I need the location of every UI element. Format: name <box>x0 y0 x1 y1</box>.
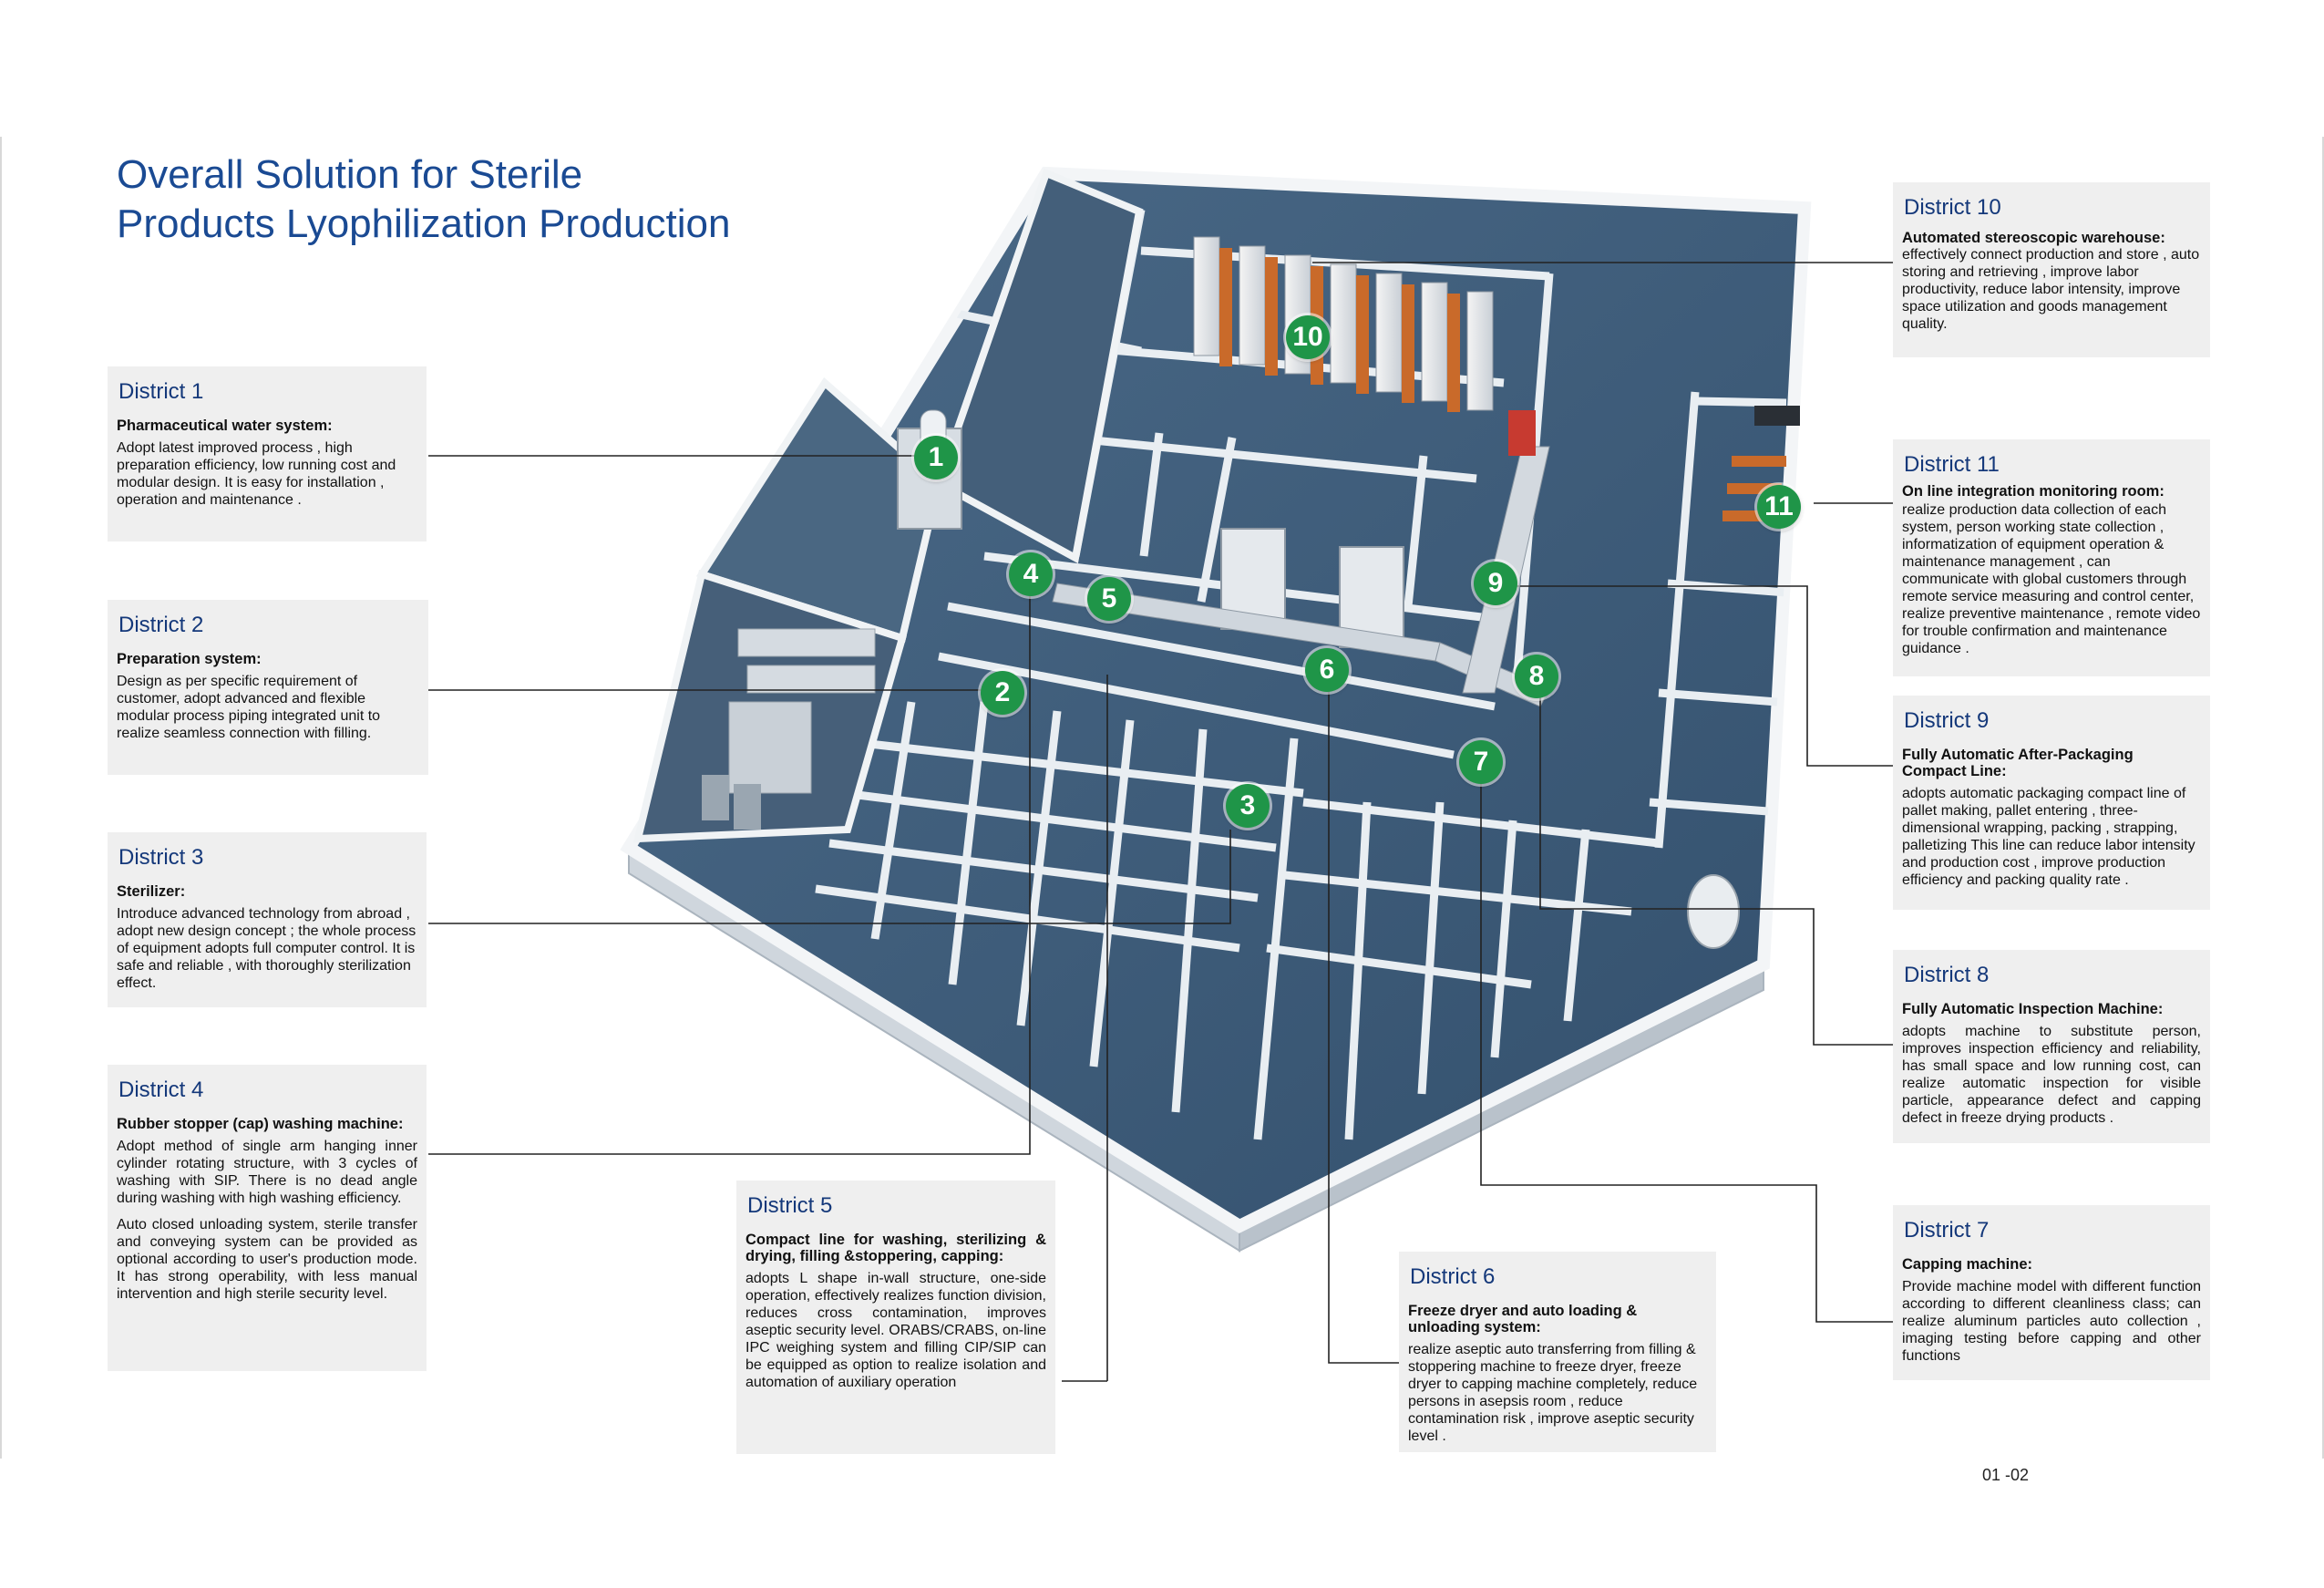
district-4-heading: District 4 <box>118 1078 204 1102</box>
district-4-subtitle: Rubber stopper (cap) washing machine: <box>117 1116 404 1132</box>
district-10-subtitle: Automated stereoscopic warehouse: <box>1902 230 2165 246</box>
district-6-heading: District 6 <box>1410 1264 1496 1289</box>
connector-district-7 <box>1480 761 1893 1323</box>
district-1-box: District 1 Pharmaceutical water system: … <box>108 366 427 541</box>
district-7-text: Provide machine model with different fun… <box>1902 1279 2201 1364</box>
district-1-heading: District 1 <box>118 379 204 404</box>
district-5-subtitle: Compact line for washing, sterilizing & … <box>746 1232 1046 1264</box>
district-2-text: Design as per specific requirement of cu… <box>117 674 381 741</box>
district-10-heading: District 10 <box>1904 195 2001 220</box>
district-8-heading: District 8 <box>1904 963 1990 987</box>
connector-district-8 <box>1539 697 1896 1046</box>
district-11-text: realize production data collection of ea… <box>1902 502 2201 656</box>
district-6-box: District 6 Freeze dryer and auto loading… <box>1399 1252 1716 1452</box>
page-number: 01 -02 <box>1982 1466 2030 1484</box>
district-8-subtitle: Fully Automatic Inspection Machine: <box>1902 1001 2164 1017</box>
district-3-box: District 3 Sterilizer: Introduce advance… <box>108 832 427 1007</box>
district-5-box: District 5 Compact line for washing, ste… <box>736 1181 1055 1454</box>
marker-district-2[interactable]: 2 <box>981 671 1024 715</box>
district-11-box: District 11 On line integration monitori… <box>1893 439 2210 676</box>
marker-district-8[interactable]: 8 <box>1515 655 1558 698</box>
district-1-text: Adopt latest improved process , high pre… <box>117 440 396 508</box>
district-9-heading: District 9 <box>1904 708 1990 733</box>
district-2-subtitle: Preparation system: <box>117 651 262 667</box>
marker-district-9[interactable]: 9 <box>1474 562 1517 605</box>
district-9-subtitle: Fully Automatic After-Packaging Compact … <box>1902 747 2134 779</box>
district-3-subtitle: Sterilizer: <box>117 883 186 900</box>
district-3-text: Introduce advanced technology from abroa… <box>117 906 416 991</box>
district-4-text: Adopt method of single arm hanging inner… <box>117 1139 417 1206</box>
connector-district-6 <box>1328 684 1399 1364</box>
marker-district-3[interactable]: 3 <box>1226 784 1270 828</box>
warehouse-racks <box>1193 236 1494 412</box>
district-9-text: adopts automatic packaging compact line … <box>1902 786 2195 888</box>
district-8-box: District 8 Fully Automatic Inspection Ma… <box>1893 950 2210 1143</box>
district-7-box: District 7 Capping machine: Provide mach… <box>1893 1205 2210 1380</box>
marker-district-7[interactable]: 7 <box>1459 740 1503 784</box>
district-7-subtitle: Capping machine: <box>1902 1256 2033 1273</box>
district-7-heading: District 7 <box>1904 1218 1990 1243</box>
marker-district-4[interactable]: 4 <box>1009 552 1053 596</box>
connector-district-4 <box>428 593 1031 1155</box>
marker-district-11[interactable]: 11 <box>1757 485 1801 529</box>
marker-district-10[interactable]: 10 <box>1286 315 1330 359</box>
marker-district-6[interactable]: 6 <box>1305 648 1349 692</box>
page-edge-right <box>2322 137 2324 1459</box>
page-title-line-2: Products Lyophilization Production <box>117 201 731 246</box>
connector-district-9 <box>1513 585 1896 767</box>
district-10-box: District 10 Automated stereoscopic wareh… <box>1893 182 2210 357</box>
district-3-heading: District 3 <box>118 845 204 870</box>
district-4-text-2: Auto closed unloading system, sterile tr… <box>117 1217 417 1302</box>
page-title: Overall Solution for Sterile Products Ly… <box>117 150 730 249</box>
connector-district-3 <box>428 830 1231 924</box>
district-6-text: realize aseptic auto transferring from f… <box>1408 1342 1698 1444</box>
district-2-heading: District 2 <box>118 613 204 637</box>
district-10-text: effectively connect production and store… <box>1902 247 2200 332</box>
district-9-box: District 9 Fully Automatic After-Packagi… <box>1893 696 2210 910</box>
district-4-box: District 4 Rubber stopper (cap) washing … <box>108 1065 427 1371</box>
marker-district-5[interactable]: 5 <box>1087 577 1131 621</box>
district-5-text: adopts L shape in-wall structure, one-si… <box>746 1271 1046 1390</box>
district-5-heading: District 5 <box>747 1193 833 1218</box>
page-edge-left <box>0 137 2 1459</box>
marker-district-1[interactable]: 1 <box>914 436 958 479</box>
district-6-subtitle: Freeze dryer and auto loading & unloadin… <box>1408 1303 1638 1335</box>
district-11-heading: District 11 <box>1904 452 2000 477</box>
district-1-subtitle: Pharmaceutical water system: <box>117 418 333 434</box>
district-11-subtitle: On line integration monitoring room: <box>1902 483 2165 500</box>
district-8-text: adopts machine to substitute person, imp… <box>1902 1024 2201 1126</box>
page-title-line-1: Overall Solution for Sterile <box>117 152 583 197</box>
district-2-box: District 2 Preparation system: Design as… <box>108 600 428 775</box>
callout-connectors <box>428 262 1896 1382</box>
